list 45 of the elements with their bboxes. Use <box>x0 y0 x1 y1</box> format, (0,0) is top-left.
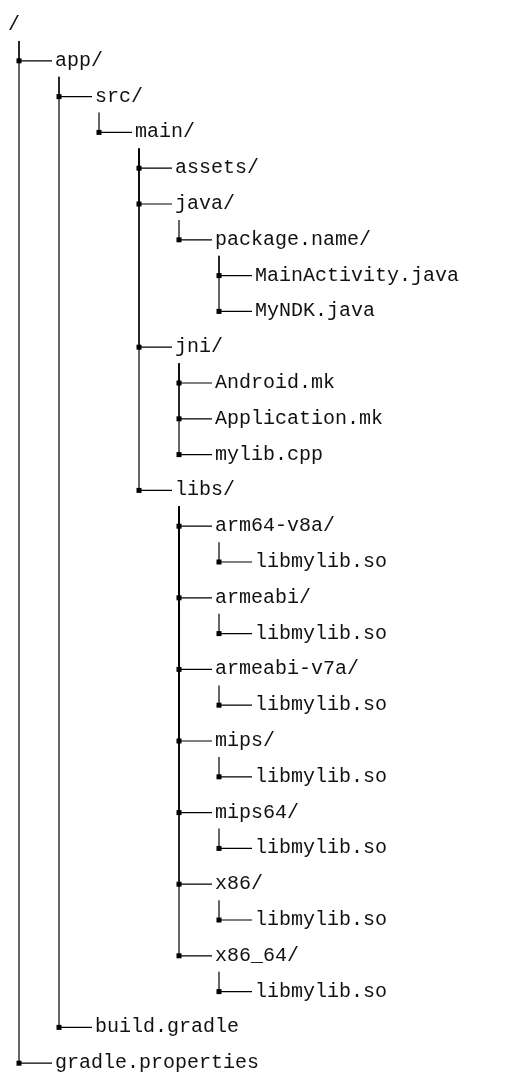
tree-connector <box>138 147 173 491</box>
path-name: assets/ <box>175 156 259 181</box>
path-name: libmylib.so <box>255 693 388 718</box>
tree-connector <box>218 828 253 849</box>
path-name: build.gradle <box>95 1015 240 1040</box>
path-name: x86/ <box>215 872 263 897</box>
tree-connector <box>98 112 133 133</box>
path-name: main/ <box>135 120 195 145</box>
tree-connector <box>218 899 253 921</box>
path-name: libs/ <box>175 478 235 503</box>
path-name: mips/ <box>215 729 275 753</box>
tree-connector <box>178 505 213 957</box>
path-name: gradle.properties <box>55 1051 260 1076</box>
tree-connector <box>178 362 213 456</box>
path-name: Android.mk <box>215 371 336 395</box>
tree-connector <box>218 541 253 563</box>
path-name: libmylib.so <box>255 550 388 574</box>
path-name: libmylib.so <box>255 979 388 1004</box>
path-name: mylib.cpp <box>215 442 324 467</box>
path-name: armeabi/ <box>215 585 311 610</box>
tree-connector <box>18 40 53 1064</box>
tree-connector <box>218 684 253 706</box>
path-name: MyNDK.java <box>255 299 376 324</box>
path-name: libmylib.so <box>255 621 388 646</box>
path-name: MainActivity.java <box>255 263 460 288</box>
tree-connector <box>218 255 253 312</box>
tree-connector <box>178 219 213 241</box>
path-name: libmylib.so <box>255 908 388 932</box>
path-name: x86_64/ <box>215 943 299 968</box>
tree-connector <box>218 756 253 778</box>
path-name: package.name/ <box>215 227 372 252</box>
path-name: app/ <box>55 48 103 73</box>
path-name: mips64/ <box>215 800 299 825</box>
path-name: arm64-v8a/ <box>215 514 336 539</box>
path-name: src/ <box>95 84 143 109</box>
tree-connector <box>218 613 253 635</box>
path-name: / <box>8 13 20 37</box>
path-name: Application.mk <box>215 406 384 431</box>
tree-connector <box>218 971 253 993</box>
path-name: java/ <box>175 192 235 216</box>
path-name: armeabi-v7a/ <box>215 657 360 682</box>
path-name: libmylib.so <box>255 764 388 789</box>
tree-connector <box>58 76 93 1028</box>
path-name: libmylib.so <box>255 836 388 861</box>
path-name: jni/ <box>175 335 223 360</box>
